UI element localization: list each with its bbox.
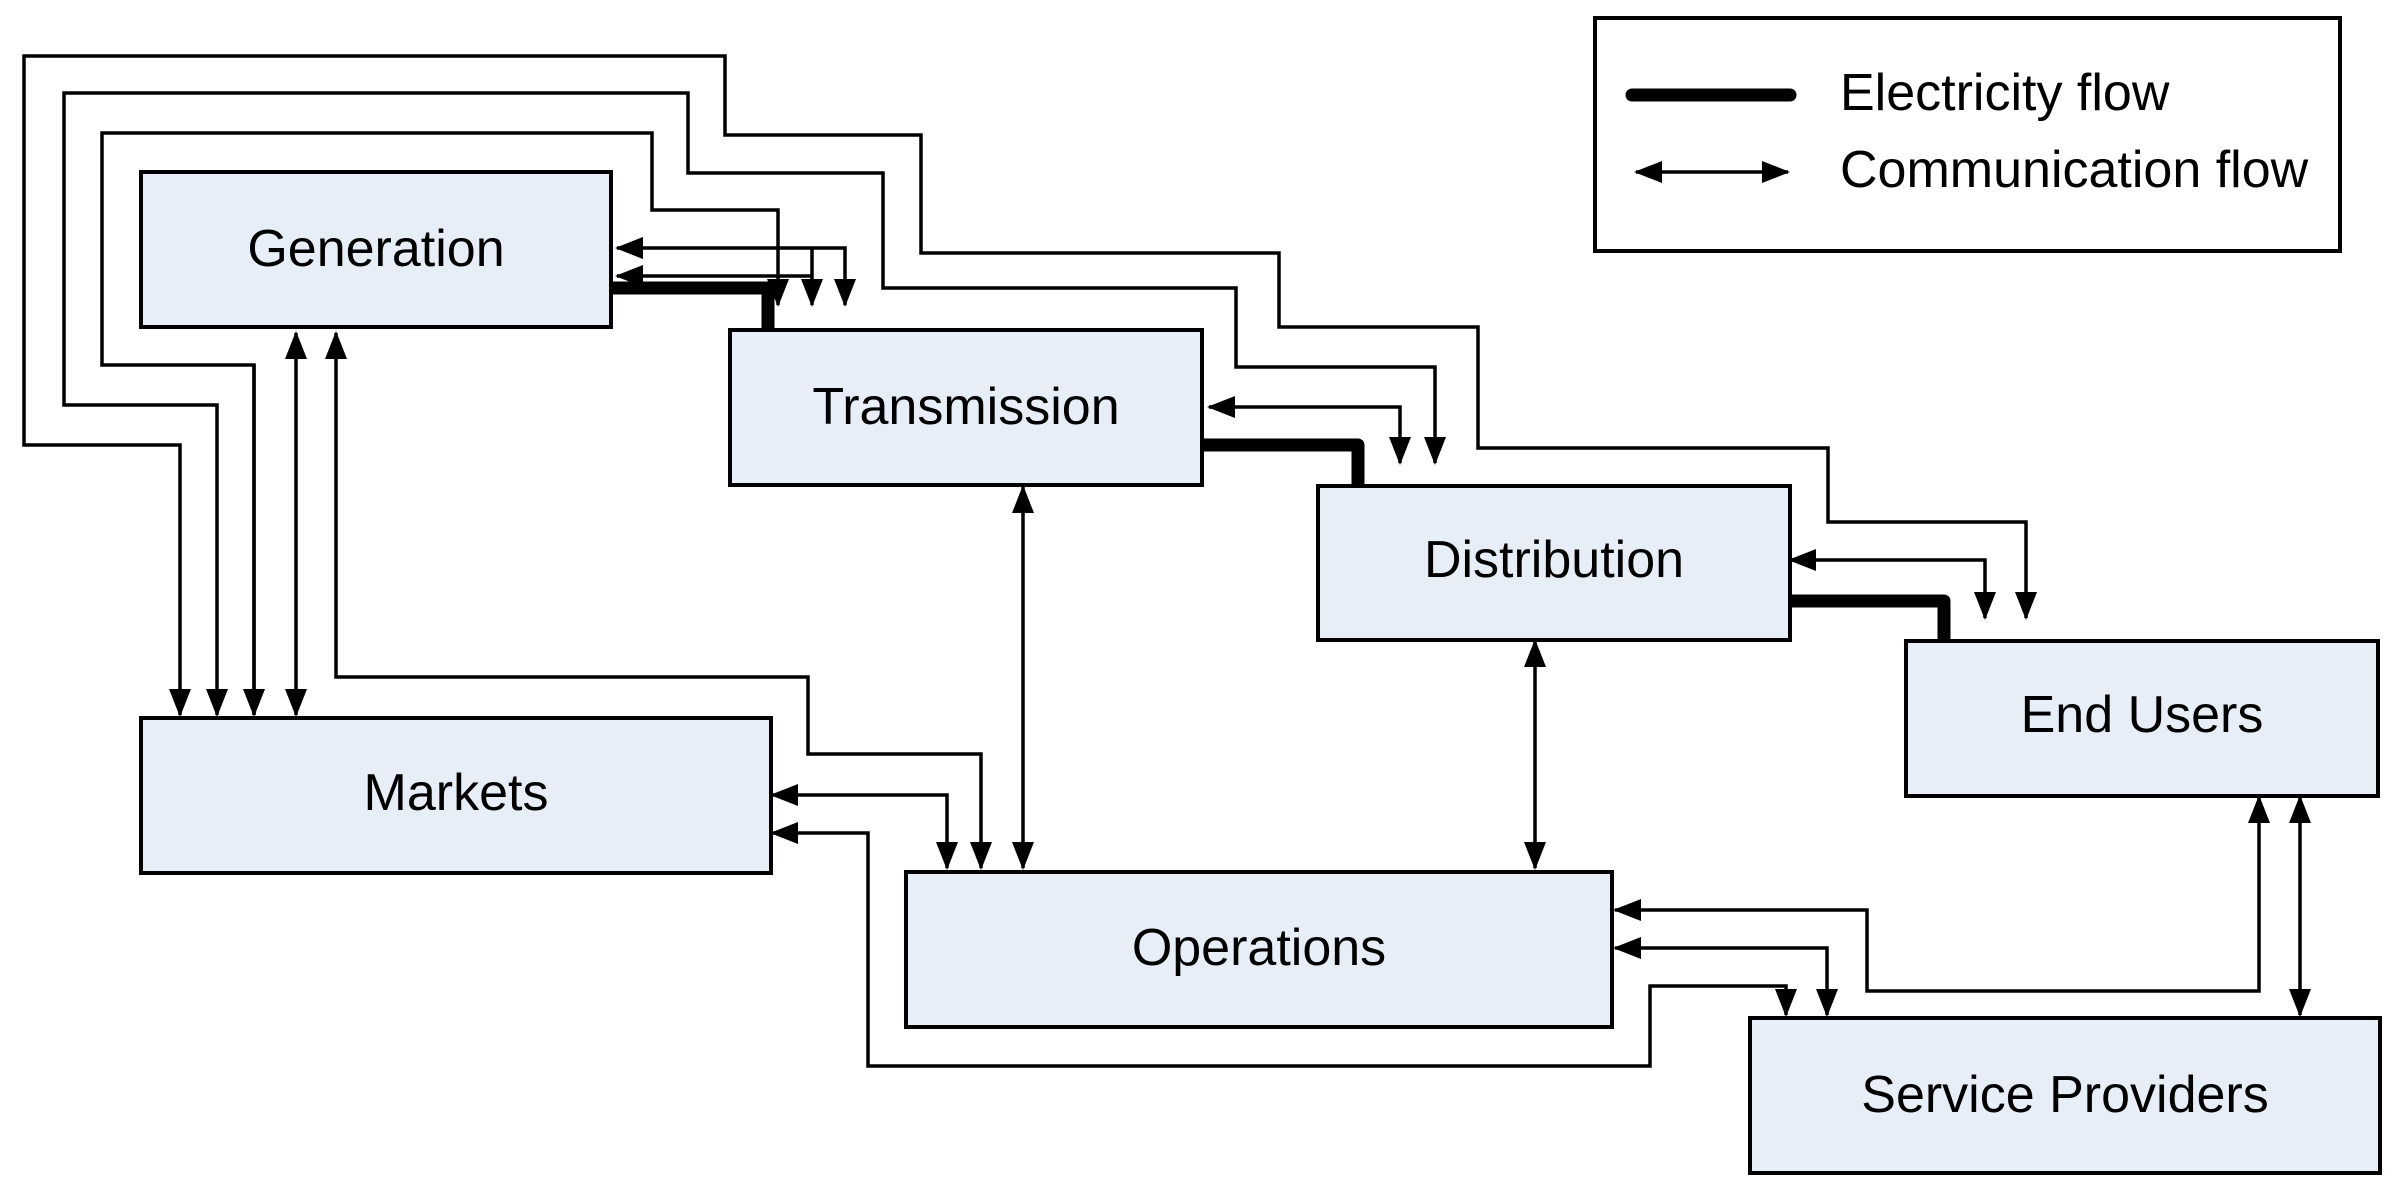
end-users-box [1904,639,2380,798]
node-generation: Generation [139,170,613,329]
comm-markets-endusers-loop [22,54,2037,717]
markets-box [139,716,773,875]
generation-box [139,170,613,329]
service-providers-box [1748,1016,2382,1175]
markets-label: Markets [364,764,549,822]
distribution-box [1316,484,1792,642]
service-providers-label: Service Providers [1861,1066,2268,1124]
legend-box [1593,16,2342,253]
transmission-box [728,328,1204,487]
comm-markets-transmission-loop [100,131,780,715]
generation-label: Generation [247,220,504,278]
legend-communication-label: Communication flow [1840,141,2309,199]
comm-transmission-distribution [1207,396,1411,465]
comm-markets-distribution-loop [62,91,1446,717]
node-end-users: End Users [1904,639,2380,798]
comm-operations-endusers [1613,795,2270,993]
node-markets: Markets [139,716,773,875]
legend-electricity-label: Electricity flow [1840,64,2170,122]
comm-generation-transmission-2 [615,237,856,307]
transmission-label: Transmission [812,378,1119,436]
end-users-label: End Users [2021,686,2264,744]
node-distribution: Distribution [1316,484,1792,642]
operations-box [904,870,1614,1029]
comm-distribution-endusers [1788,549,1996,620]
distribution-label: Distribution [1424,531,1684,589]
node-service-providers: Service Providers [1748,1016,2382,1175]
comm-operations-serviceproviders [1613,937,1838,1017]
electricity-flow-lines [603,281,1951,648]
node-operations: Operations [904,870,1614,1029]
legend: Electricity flow Communication flow [1593,16,2342,253]
communication-flow-lines [22,54,2311,1068]
elec-transmission-distribution [1195,438,1365,493]
node-transmission: Transmission [728,328,1204,487]
comm-generation-operations [325,331,992,870]
elec-generation-transmission [603,281,775,335]
operations-label: Operations [1132,919,1386,977]
elec-distribution-endusers [1777,594,1951,648]
